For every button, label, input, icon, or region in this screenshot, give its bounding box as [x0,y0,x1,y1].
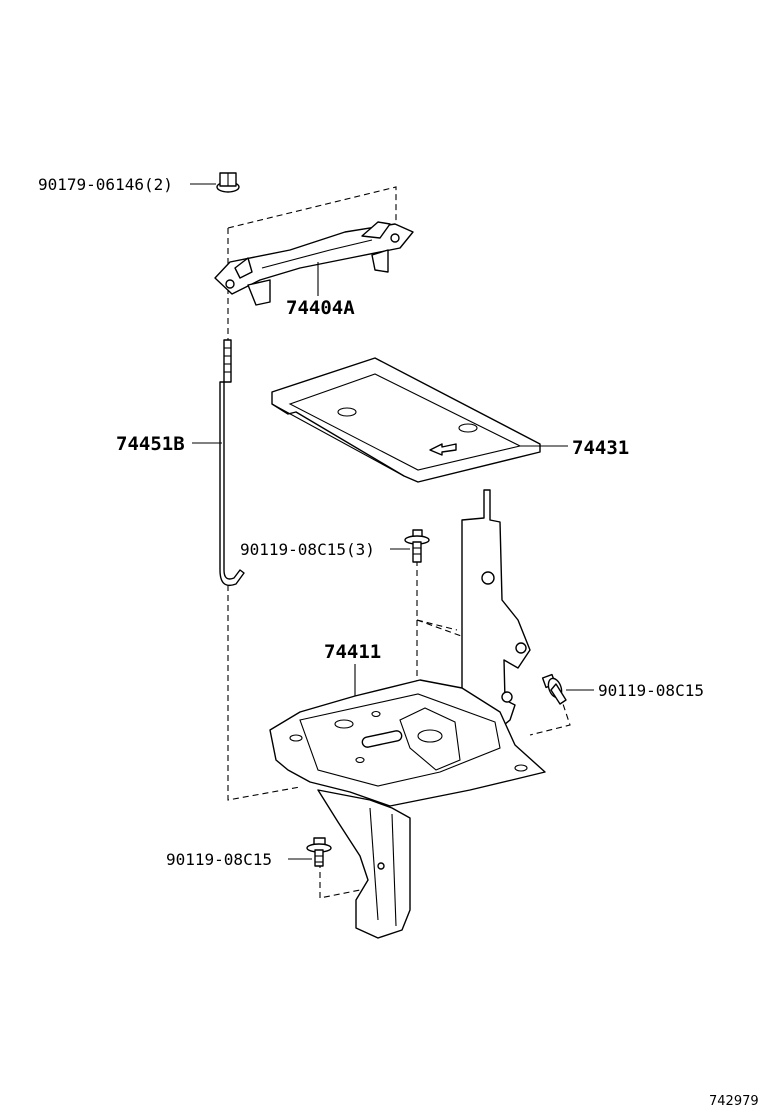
bolt-bottom-icon[interactable] [306,837,332,867]
bolt-right-icon[interactable] [541,673,567,705]
battery-clamp-rod[interactable] [219,339,245,587]
callout-hold-down-clamp[interactable]: 74404A [286,297,355,319]
leader-lines [190,183,594,860]
flange-nut-icon[interactable] [216,172,240,193]
callout-nut-top[interactable]: 90179-06146(2) [38,175,173,194]
bolt-center-icon[interactable] [404,529,430,563]
battery-hold-down-clamp[interactable] [214,221,414,306]
callout-bolt-right[interactable]: 90119-08C15 [598,681,704,700]
callout-bolt-bottom[interactable]: 90119-08C15 [166,850,272,869]
callout-clamp-rod[interactable]: 74451B [116,433,185,455]
callout-bolt-center[interactable]: 90119-08C15(3) [240,540,375,559]
callout-tray[interactable]: 74431 [572,437,629,459]
callout-carrier[interactable]: 74411 [324,641,381,663]
diagram-id: 742979 [709,1094,759,1109]
battery-tray[interactable] [271,357,541,483]
battery-carrier-bracket[interactable] [269,489,546,939]
